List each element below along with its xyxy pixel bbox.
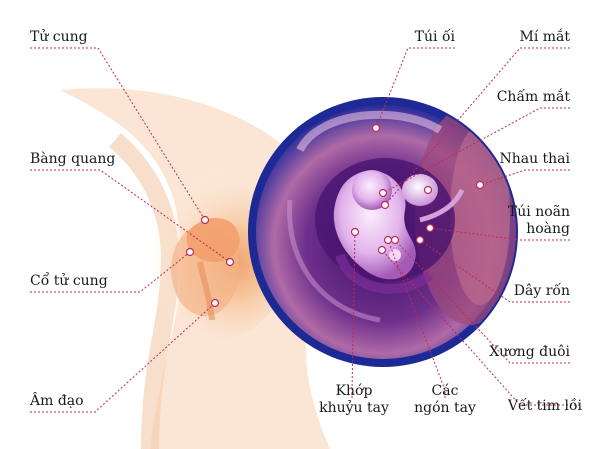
label-tui-noan-hoang-line1: Túi noãn	[507, 204, 570, 220]
label-cac-ngon-tay-line1: Các	[431, 383, 459, 399]
label-tui-oi: Túi ối	[414, 29, 455, 45]
label-co-tu-cung: Cổ tử cung	[30, 273, 108, 289]
label-tu-cung: Tử cung	[30, 29, 88, 45]
callout-dots	[185, 123, 485, 308]
label-xuong-duoi: Xương đuôi	[489, 344, 570, 360]
label-vet-tim-loi: Vết tim lồi	[507, 398, 582, 414]
label-khop-line1: Khớp	[335, 383, 373, 399]
label-nhau-thai: Nhau thai	[499, 151, 570, 167]
label-am-dao: Âm đạo	[30, 393, 84, 409]
magnified-embryo-view	[248, 97, 518, 367]
label-tui-noan-hoang-line2: hoàng	[526, 221, 570, 237]
leader-lines	[30, 47, 580, 413]
label-mi-mat: Mí mắt	[519, 29, 570, 45]
label-bang-quang: Bàng quang	[30, 151, 116, 167]
label-cham-mat: Chấm mắt	[496, 89, 570, 105]
label-day-ron: Dây rốn	[513, 283, 570, 299]
label-cac-ngon-tay-line2: ngón tay	[414, 400, 476, 416]
label-khop-line2: khuỷu tay	[319, 400, 389, 416]
